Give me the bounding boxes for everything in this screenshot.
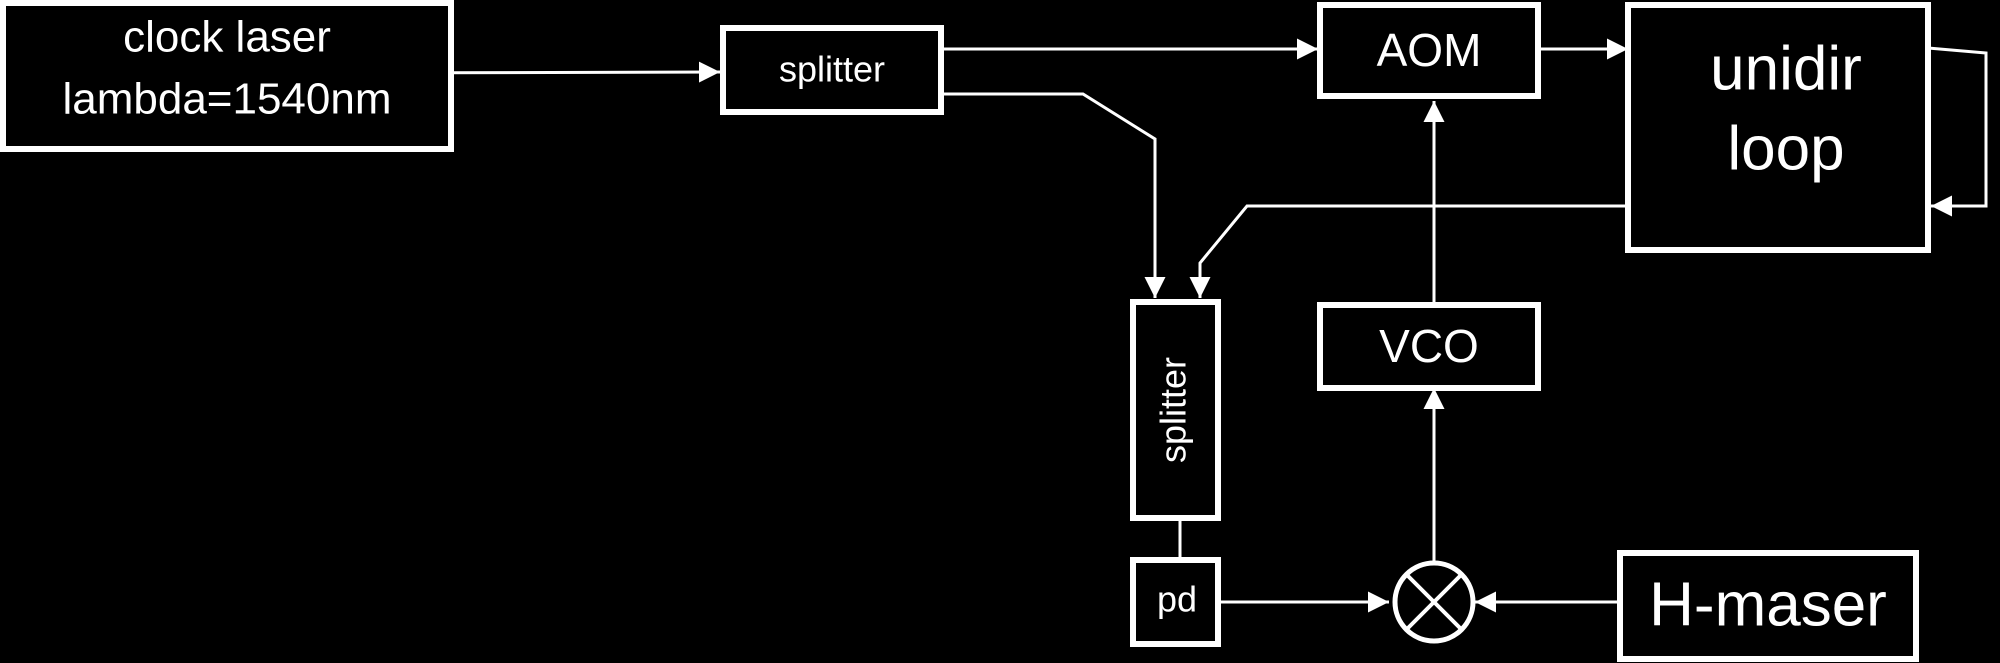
clock-laser-wavelength: lambda=1540nm — [62, 75, 391, 124]
aom-block: AOM — [1317, 2, 1541, 99]
wire-loop-to-vsplitter — [1189, 204, 1628, 298]
h-maser-label: H-maser — [1649, 570, 1887, 639]
aom-label: AOM — [1377, 24, 1482, 76]
splitter-vertical-block: splitter — [1130, 299, 1221, 521]
wire-loop-feedback — [1927, 46, 1988, 217]
wire-splitter-to-vsplitter — [941, 92, 1166, 298]
pd-label: pd — [1157, 579, 1197, 620]
clock-laser-block: clock laser lambda=1540nm — [0, 0, 454, 152]
vco-label: VCO — [1379, 320, 1479, 372]
vco-block: VCO — [1317, 302, 1541, 391]
unidir-loop-label-line2: loop — [1727, 114, 1844, 183]
splitter-top-label: splitter — [779, 49, 885, 90]
connections — [352, 38, 1988, 613]
unidir-loop-block: unidir loop — [1625, 2, 1931, 253]
mixer-icon — [1392, 560, 1476, 644]
splitter-vertical-label: splitter — [1153, 357, 1194, 463]
clock-laser-label: clock laser — [123, 13, 331, 62]
h-maser-block: H-maser — [1617, 550, 1919, 662]
unidir-loop-label-line1: unidir — [1710, 34, 1862, 103]
splitter-top-block: splitter — [720, 25, 944, 115]
pd-block: pd — [1130, 557, 1221, 647]
